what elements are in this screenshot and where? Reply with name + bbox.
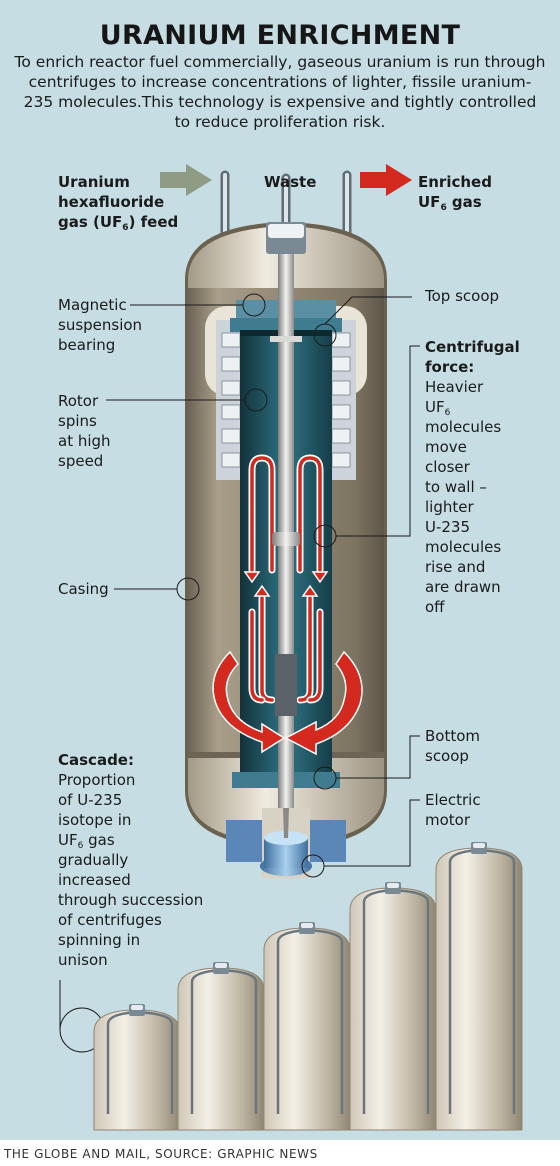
intro-text: To enrich reactor fuel commercially, gas…: [14, 53, 546, 131]
top-scoop-label: Top scoop: [425, 287, 500, 305]
cascade-centrifuges: [93, 842, 523, 1131]
cascade-centrifuge: [349, 882, 437, 1131]
waste-label: Waste: [264, 173, 317, 191]
rotation-arrow-icon: [212, 650, 363, 756]
bottom-scoop-label: Bottom scoop: [425, 727, 481, 765]
cascade-centrifuge: [263, 922, 351, 1131]
electric-motor-label: Electric motor: [425, 791, 481, 829]
enriched-label: Enriched UF6 gas: [418, 173, 492, 213]
feed-arrow-icon: [160, 164, 212, 196]
rotor-shaft: [266, 222, 306, 862]
cascade-label: Cascade: Proportion of U-235 isotope in …: [58, 751, 204, 969]
cascade-centrifuge: [435, 842, 523, 1131]
page-title: URANIUM ENRICHMENT: [99, 20, 461, 51]
magnetic-bearing-label: Magnetic suspension bearing: [58, 296, 143, 354]
flow-arrows: [243, 454, 329, 704]
centrifuge-diagram: [59, 164, 523, 1131]
enriched-arrow-icon: [360, 164, 412, 196]
centrifugal-force-label: Centrifugal force: Heavier UF6 molecules…: [425, 338, 520, 616]
callout-lines: [59, 293, 420, 1053]
feed-label: Uranium hexafluoride gas (UF6) feed: [58, 173, 179, 233]
cascade-centrifuge: [177, 962, 265, 1131]
source-credit: THE GLOBE AND MAIL, SOURCE: GRAPHIC NEWS: [4, 1147, 318, 1161]
cascade-centrifuge: [93, 1004, 181, 1131]
rotor-label: Rotor spins at high speed: [58, 392, 111, 470]
casing-label: Casing: [58, 580, 109, 598]
